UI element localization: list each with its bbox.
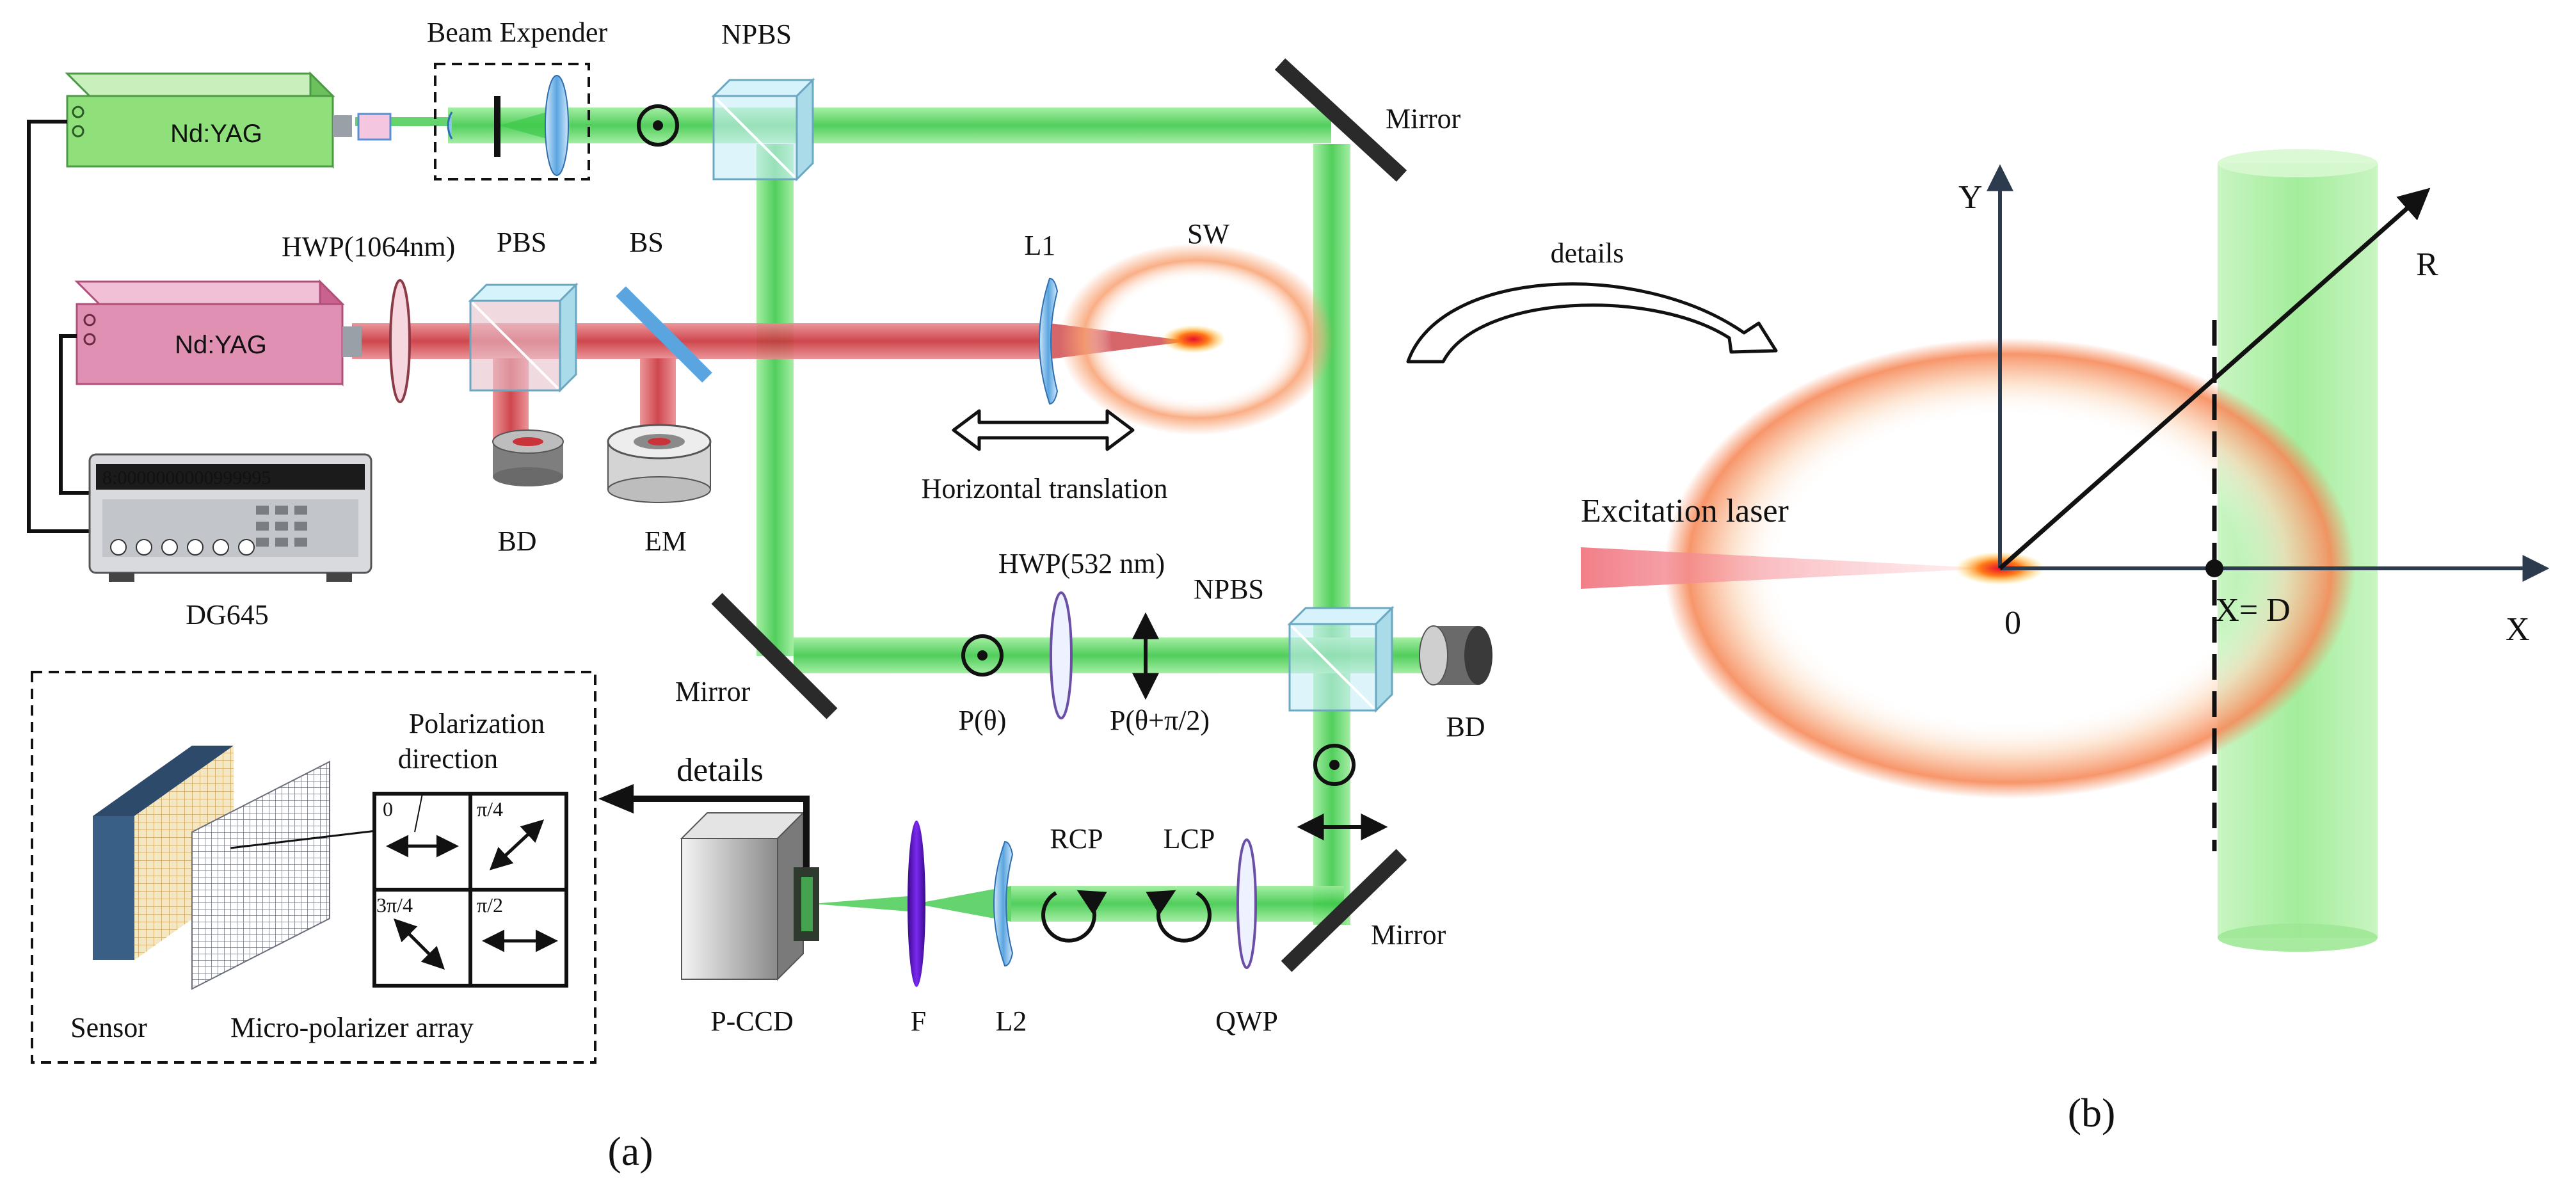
mirror-top-right-label: Mirror bbox=[1386, 103, 1461, 134]
p-theta-pi2-label: P(θ+π/2) bbox=[1110, 705, 1210, 736]
excitation-laser-label: Excitation laser bbox=[1581, 493, 1789, 529]
filter-f: F bbox=[908, 821, 926, 1037]
horizontal-translation-arrow: Horizontal translation bbox=[922, 409, 1168, 504]
panel-b: Excitation laser Y X R 0 X= D (b) bbox=[1581, 149, 2550, 1135]
beam-splitter: BS bbox=[616, 227, 712, 383]
details-arrow-camera: details bbox=[598, 752, 810, 867]
sensor-label: Sensor bbox=[70, 1012, 147, 1043]
origin-label: 0 bbox=[2004, 605, 2021, 641]
beam-dump-left: BD bbox=[492, 429, 564, 557]
mirror-bottom-right-label: Mirror bbox=[1371, 919, 1446, 950]
p-ccd-label: P-CCD bbox=[710, 1006, 794, 1037]
hwp-532-label: HWP(532 nm) bbox=[998, 548, 1165, 579]
l2-label: L2 bbox=[996, 1006, 1027, 1037]
excitation-laser-beam bbox=[1581, 547, 1990, 589]
bd-right-label: BD bbox=[1446, 711, 1485, 742]
em-label: EM bbox=[644, 525, 687, 557]
bs-label: BS bbox=[629, 227, 664, 258]
p-ccd-camera: P-CCD bbox=[680, 811, 819, 1037]
horizontal-translation-label: Horizontal translation bbox=[922, 473, 1168, 504]
axis-r-label: R bbox=[2416, 246, 2438, 283]
pbs-label: PBS bbox=[497, 227, 547, 258]
s-polarization-marker-top bbox=[637, 104, 679, 147]
f-label: F bbox=[911, 1006, 926, 1037]
details-arrow-to-panel-b: details bbox=[1406, 237, 1778, 364]
dg645-display: 8:0000000000999995 bbox=[102, 467, 271, 488]
energy-meter: EM bbox=[607, 424, 712, 557]
sw-label: SW bbox=[1187, 218, 1229, 250]
s-polarization-marker-right bbox=[1313, 744, 1356, 786]
panel-b-caption: (b) bbox=[2068, 1090, 2116, 1135]
panel-a-caption: (a) bbox=[607, 1128, 653, 1174]
hwp-1064-label: HWP(1064nm) bbox=[282, 231, 455, 262]
pbs-cube: PBS bbox=[468, 227, 579, 393]
angle-0: 0 bbox=[383, 797, 393, 821]
micro-polarizer-label: Micro-polarizer array bbox=[230, 1012, 474, 1043]
lens-l1: L1 bbox=[1025, 230, 1059, 405]
npbs-bottom: NPBS bbox=[1194, 573, 1395, 713]
rcp-marker: RCP bbox=[1041, 823, 1107, 943]
polarization-direction-label-1: Polarization bbox=[409, 708, 545, 739]
qwp: QWP bbox=[1215, 838, 1278, 1037]
dg645-label: DG645 bbox=[186, 599, 269, 630]
green-ndyag-laser: Nd:YAG bbox=[65, 71, 392, 169]
lcp-label: LCP bbox=[1164, 823, 1215, 854]
qwp-label: QWP bbox=[1215, 1006, 1278, 1037]
beam-expander-label: Beam Expender bbox=[427, 17, 608, 48]
shockwave-ring bbox=[1059, 243, 1334, 435]
bd-left-label: BD bbox=[497, 525, 536, 557]
p-theta-label: P(θ) bbox=[959, 705, 1007, 736]
angle-3pi-4: 3π/4 bbox=[376, 894, 413, 917]
npbs-top: NPBS bbox=[711, 19, 815, 182]
rcp-label: RCP bbox=[1050, 823, 1103, 854]
dg645-delay-generator: 8:0000000000999995 DG645 bbox=[88, 453, 372, 630]
mirror-bottom-right: Mirror bbox=[1281, 849, 1446, 972]
angle-pi-2: π/2 bbox=[477, 894, 503, 917]
red-ndyag-laser: Nd:YAG bbox=[74, 279, 362, 387]
axis-x-label: X bbox=[2506, 611, 2530, 648]
details-arrow-label: details bbox=[1551, 237, 1624, 269]
l1-label: L1 bbox=[1025, 230, 1056, 261]
npbs-top-label: NPBS bbox=[721, 19, 792, 50]
details-camera-label: details bbox=[676, 752, 764, 789]
polarization-direction-label-2: direction bbox=[398, 743, 498, 774]
panel-a: Nd:YAG Nd:YAG 8:0000000000999995 bbox=[27, 17, 1492, 1174]
polarization-camera-inset: 0 π/4 3π/4 π/2 Polarization direction Se… bbox=[31, 671, 596, 1064]
axis-y-label: Y bbox=[1958, 179, 1983, 216]
p-theta-pi2-marker: P(θ+π/2) bbox=[1110, 612, 1210, 736]
mirror-top-right: Mirror bbox=[1274, 58, 1461, 182]
npbs-bottom-label: NPBS bbox=[1194, 573, 1264, 605]
x-equals-d-point bbox=[2205, 559, 2223, 577]
red-laser-label: Nd:YAG bbox=[175, 331, 267, 359]
beam-expander: Beam Expender bbox=[427, 17, 608, 180]
hwp-1064: HWP(1064nm) bbox=[282, 231, 455, 403]
mirror-bottom-left: Mirror bbox=[675, 593, 838, 719]
angle-pi-4: π/4 bbox=[477, 797, 503, 821]
lcp-marker: LCP bbox=[1146, 823, 1215, 943]
mirror-bottom-left-label: Mirror bbox=[675, 676, 751, 707]
green-laser-label: Nd:YAG bbox=[170, 120, 262, 148]
x-equals-d-label: X= D bbox=[2215, 592, 2290, 629]
trigger-cables bbox=[27, 120, 96, 533]
p-theta-marker: P(θ) bbox=[959, 634, 1007, 736]
lens-l2: L2 bbox=[993, 840, 1027, 1037]
hwp-532: HWP(532 nm) bbox=[998, 548, 1165, 719]
beam-dump-right: BD bbox=[1419, 625, 1492, 742]
